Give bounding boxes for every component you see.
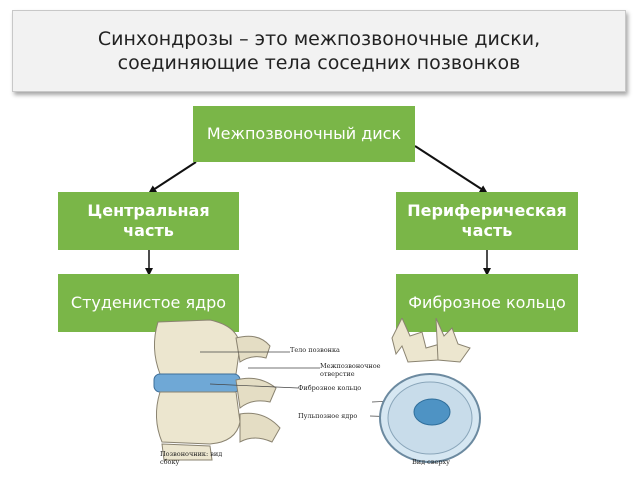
label-nucleus-pulposus: Пульпозное ядро [298,412,358,420]
node-central-part: Центральная часть [58,192,239,250]
caption-top-view: Вид сверху [412,458,450,466]
spine-illustration: Тело позвонка Межпозвоночное отверстие Ф… [140,316,510,478]
slide-title: Синхондрозы – это межпозвоночные диски, … [12,10,626,92]
arrow-root-central [148,161,197,194]
node-peripheral-part-label: Периферическая часть [407,201,567,240]
label-fibrous-ring: Фиброзное кольцо [298,384,362,392]
node-peripheral-part: Периферическая часть [396,192,578,250]
slide-title-text: Синхондрозы – это межпозвоночные диски, … [97,28,541,74]
node-gelatinous-nucleus-label: Студенистое ядро [70,293,227,312]
arrow-root-peripheral [414,145,488,194]
node-fibrous-ring-label: Фиброзное кольцо [408,293,566,312]
node-central-part-label: Центральная часть [87,201,210,240]
node-fibrous-ring: Фиброзное кольцо [396,274,578,332]
caption-side-view: Позвоночник: вид сбоку [160,450,223,466]
spine-drawing [153,316,481,463]
node-intervertebral-disc-label: Межпозвоночный диск [206,124,402,143]
node-intervertebral-disc: Межпозвоночный диск [193,106,415,162]
side-view-vertebrae [153,319,281,461]
label-intervertebral-foramen: Межпозвоночное отверстие [320,362,381,378]
label-vertebral-body: Тело позвонка [290,346,340,354]
top-view-vertebra [379,316,481,463]
